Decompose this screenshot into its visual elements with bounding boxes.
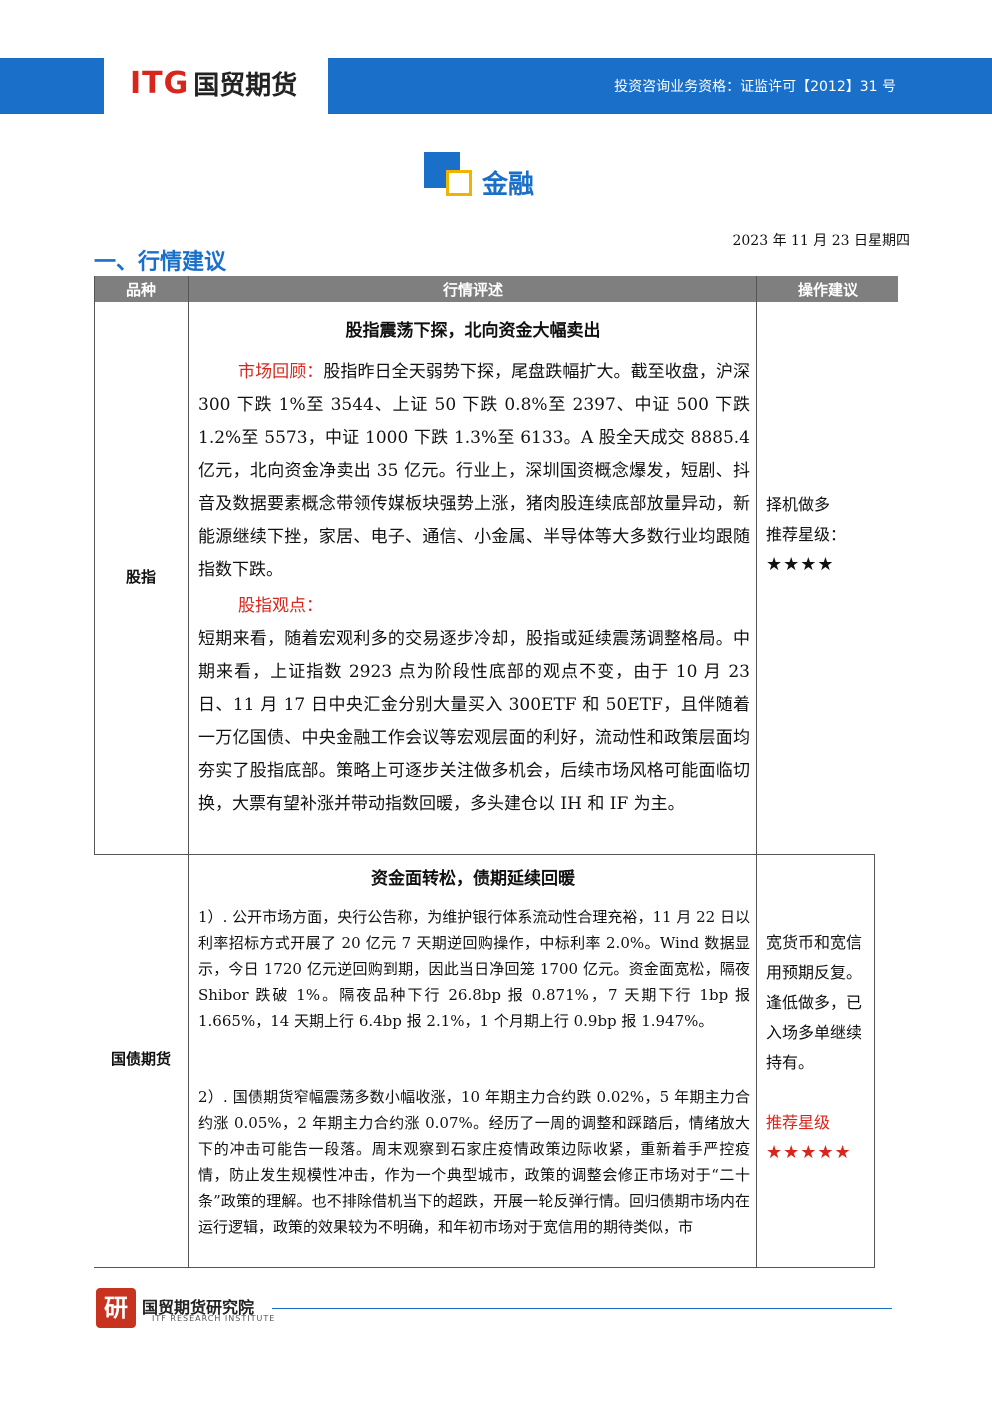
header-band-right	[328, 58, 992, 114]
row-category-bond-futures: 国债期货	[110, 1050, 171, 1068]
col-header-advice: 操作建议	[797, 281, 858, 299]
market-review: 市场回顾：股指昨日全天弱势下探，尾盘跌幅扩大。截至收盘，沪深 300 下跌 1%…	[198, 356, 750, 587]
section-title: 金融	[424, 152, 624, 202]
bond-paragraph-1: 1）. 公开市场方面，央行公告称，为维护银行体系流动性合理充裕，11 月 22 …	[198, 908, 750, 1030]
research-logo-icon: 研	[96, 1288, 136, 1328]
grid-line	[874, 854, 875, 1268]
header-logo-area	[104, 58, 328, 114]
col-header-review: 行情评述	[442, 281, 503, 299]
header-band-left	[0, 58, 104, 114]
view-text: 短期来看，随着宏观利多的交易逐步冷却，股指或延续震荡调整格局。中期来看，上证指数…	[198, 629, 750, 814]
rating-label: 推荐星级：	[766, 525, 847, 544]
grid-line	[188, 276, 189, 1268]
review-text: 股指昨日全天弱势下探，尾盘跌幅扩大。截至收盘，沪深 300 下跌 1%至 354…	[198, 362, 751, 580]
company-logo: ITG 国贸期货	[130, 65, 298, 101]
heading: 一、行情建议	[94, 250, 227, 275]
grid-line	[94, 854, 874, 855]
report-date: 2023 年 11 月 23 日星期四	[732, 233, 910, 249]
logo-cn: 国贸期货	[193, 70, 298, 101]
advice-stock-index: 择机做多 推荐星级： ★★★★	[766, 490, 870, 580]
footer-name: 国贸期货研究院	[142, 1298, 255, 1317]
advice-bond-futures: 宽货币和宽信用预期反复。逢低做多，已入场多单继续持有。 推荐星级 ★★★★★	[766, 928, 870, 1168]
row-title-stock-index: 股指震荡下探，北向资金大幅卖出	[345, 321, 601, 341]
grid-line	[756, 276, 757, 1268]
view-label: 股指观点：	[238, 596, 323, 616]
advice-text: 择机做多	[766, 495, 831, 514]
row-title-bond-futures: 资金面转松，债期延续回暖	[371, 869, 575, 889]
table-header: 品种 行情评述 操作建议	[94, 276, 898, 302]
grid-line	[94, 1267, 874, 1268]
view-label-line: 股指观点：	[198, 590, 750, 623]
license-text: 投资咨询业务资格：证监许可【2012】31 号	[614, 79, 896, 95]
advice-text: 宽货币和宽信用预期反复。逢低做多，已入场多单继续持有。	[766, 933, 863, 1072]
rating-label: 推荐星级	[766, 1113, 831, 1132]
square-icon-yellow	[446, 170, 472, 196]
footer-sub: ITF RESEARCH INSTITUTE	[152, 1314, 276, 1323]
grid-line	[94, 276, 95, 854]
footer-divider	[272, 1308, 892, 1309]
col-header-category: 品种	[125, 281, 156, 299]
rating-stars: ★★★★★	[766, 1142, 852, 1163]
section-title-text: 金融	[482, 170, 535, 200]
rating-stars: ★★★★	[766, 554, 835, 575]
row-category-stock-index: 股指	[125, 568, 156, 586]
logo-latin: ITG	[130, 65, 190, 101]
review-label: 市场回顾：	[238, 362, 324, 382]
bond-paragraph-2: 2）. 国债期货窄幅震荡多数小幅收涨，10 年期主力合约跌 0.02%，5 年期…	[198, 1088, 750, 1236]
